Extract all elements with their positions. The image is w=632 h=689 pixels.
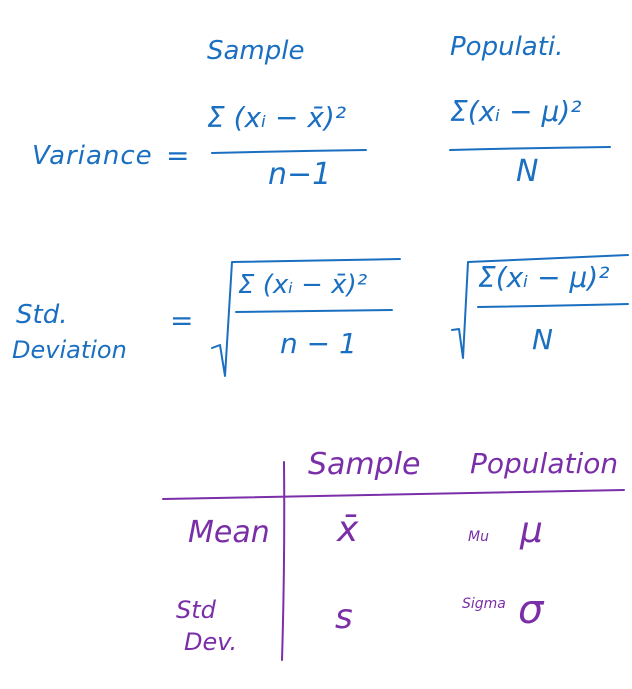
std-population-radical — [451, 254, 629, 359]
table-row-std-label-line1: Std — [176, 596, 216, 624]
std-sample-fraction-bar — [235, 309, 393, 313]
variance-sample-numerator: Σ (xᵢ − x̄)² — [207, 101, 347, 134]
table-header-rule — [162, 489, 625, 500]
variance-population-denominator: N — [516, 154, 539, 189]
variance-label: Variance — [32, 141, 153, 171]
table-row-mean-sample: x̄ — [337, 509, 359, 550]
table-row-std-sample: s — [335, 597, 353, 637]
std-equals: = — [170, 304, 194, 337]
table-row-mean-population-name: Mu — [468, 529, 489, 545]
std-sample-denominator: n − 1 — [280, 327, 357, 360]
variance-population-fraction-bar — [449, 146, 611, 151]
variance-sample-denominator: n−1 — [268, 157, 332, 192]
std-population-numerator: Σ(xᵢ − μ)² — [478, 261, 610, 294]
sample-header: Sample — [207, 36, 305, 66]
variance-sample-fraction-bar — [211, 149, 367, 154]
table-row-std-population-name: Sigma — [462, 596, 506, 612]
table-row-std-label-line2: Dev. — [184, 628, 238, 656]
std-label-line1: Std. — [16, 300, 68, 330]
std-sample-radical — [211, 258, 401, 377]
table-row-mean-label: Mean — [188, 515, 270, 550]
variance-population-numerator: Σ(xᵢ − μ)² — [450, 95, 582, 128]
std-label-line2: Deviation — [12, 336, 127, 364]
table-col-population: Population — [470, 447, 619, 480]
table-col-sample: Sample — [308, 447, 421, 482]
std-population-fraction-bar — [477, 303, 629, 308]
std-population-denominator: N — [532, 323, 553, 356]
variance-equals: = — [166, 139, 190, 172]
table-row-std-population-symbol: σ — [518, 587, 544, 633]
population-header: Populati. — [450, 32, 564, 62]
table-row-mean-population-symbol: μ — [520, 510, 543, 551]
table-column-rule — [281, 461, 286, 661]
std-sample-numerator: Σ (xᵢ − x̄)² — [238, 270, 368, 300]
